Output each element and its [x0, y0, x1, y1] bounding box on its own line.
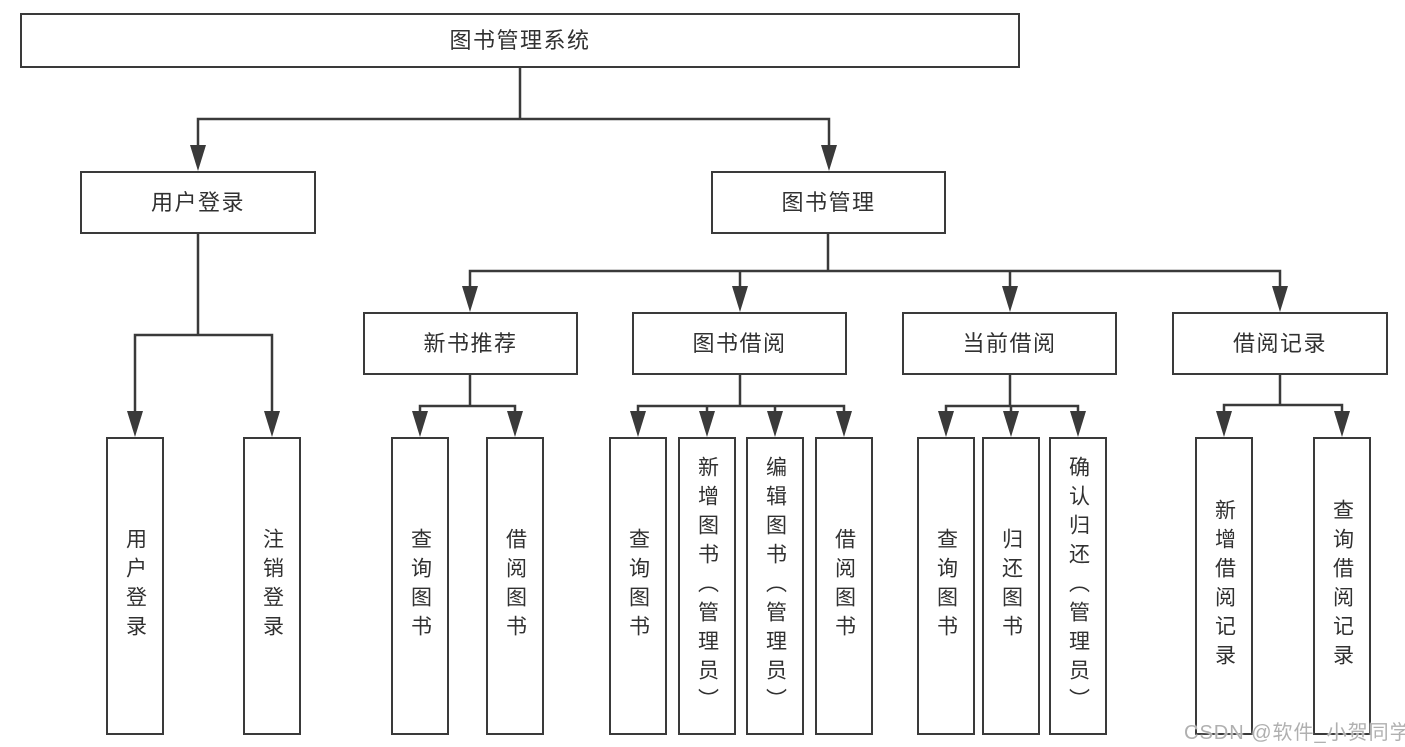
leaf-query-books-recommend-label: 查询图书	[408, 528, 432, 644]
leaf-borrow-books-recommend-label: 借阅图书	[503, 528, 527, 644]
node-book-management: 图书管理	[711, 171, 946, 234]
node-current-borrow: 当前借阅	[902, 312, 1117, 375]
node-user-login: 用户登录	[80, 171, 316, 234]
leaf-query-books-recommend: 查询图书	[391, 437, 449, 735]
leaf-query-books-borrow: 查询图书	[609, 437, 667, 735]
node-borrow-records: 借阅记录	[1172, 312, 1388, 375]
leaf-query-books-current-label: 查询图书	[934, 528, 958, 644]
leaf-return-books: 归还图书	[982, 437, 1040, 735]
leaf-logout-login: 注销登录	[243, 437, 301, 735]
leaf-query-borrow-record: 查询借阅记录	[1313, 437, 1371, 735]
leaf-confirm-return-admin-label: 确认归还（管理员）	[1066, 455, 1090, 717]
leaf-query-books-current: 查询图书	[917, 437, 975, 735]
leaf-query-borrow-record-label: 查询借阅记录	[1330, 499, 1354, 673]
leaf-query-books-borrow-label: 查询图书	[626, 528, 650, 644]
leaf-add-borrow-record-label: 新增借阅记录	[1212, 499, 1236, 673]
leaf-user-login: 用户登录	[106, 437, 164, 735]
node-book-borrow: 图书借阅	[632, 312, 847, 375]
leaf-borrow-books-recommend: 借阅图书	[486, 437, 544, 735]
leaf-user-login-label: 用户登录	[123, 528, 147, 644]
watermark: CSDN @软件_小贺同学	[1184, 722, 1405, 744]
leaf-borrow-books-label: 借阅图书	[832, 528, 856, 644]
leaf-return-books-label: 归还图书	[999, 528, 1023, 644]
leaf-logout-login-label: 注销登录	[260, 528, 284, 644]
node-new-book-recommend: 新书推荐	[363, 312, 578, 375]
leaf-confirm-return-admin: 确认归还（管理员）	[1049, 437, 1107, 735]
node-library-management-system: 图书管理系统	[20, 13, 1020, 68]
leaf-edit-books-admin: 编辑图书（管理员）	[746, 437, 804, 735]
leaf-add-books-admin-label: 新增图书（管理员）	[695, 455, 719, 717]
leaf-add-borrow-record: 新增借阅记录	[1195, 437, 1253, 735]
leaf-borrow-books: 借阅图书	[815, 437, 873, 735]
leaf-add-books-admin: 新增图书（管理员）	[678, 437, 736, 735]
leaf-edit-books-admin-label: 编辑图书（管理员）	[763, 455, 787, 717]
